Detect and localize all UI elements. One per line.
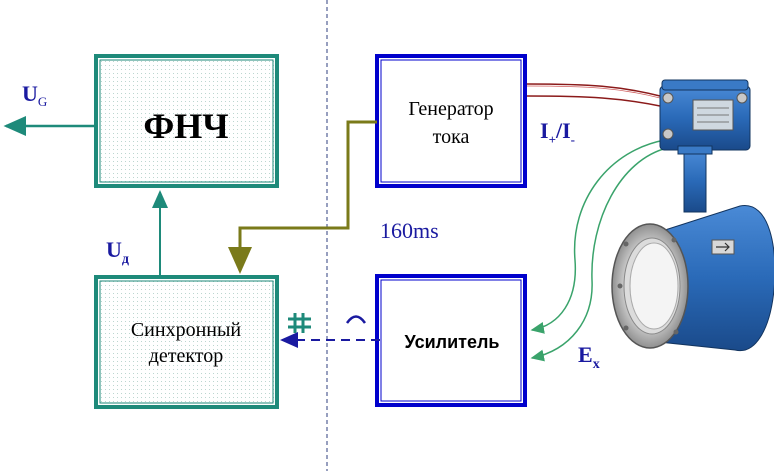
sync-symbol: [288, 313, 311, 333]
generator-label-line2: тока: [433, 126, 470, 148]
lpf-label: ФНЧ: [143, 106, 228, 146]
emf-label: Ex: [578, 342, 600, 372]
current-wire-bottom: [526, 95, 661, 107]
amplifier-block: Усилитель: [375, 274, 527, 407]
detector-label-line2: детектор: [149, 345, 224, 367]
amplifier-label: Усилитель: [405, 332, 500, 352]
detector-output-label: Uд: [106, 237, 129, 267]
lpf-block: ФНЧ: [94, 54, 279, 188]
detector-block: Синхронный детектор: [94, 275, 279, 409]
emf-wire-2: [530, 147, 668, 362]
detector-label-line1: Синхронный: [131, 319, 242, 341]
generator-block: Генератор тока: [375, 54, 527, 188]
output-label: UG: [22, 81, 47, 109]
emf-wire-1: [530, 139, 666, 334]
flowmeter-illustration: [611, 79, 774, 352]
switch-arc-icon: [345, 315, 367, 324]
current-label: I+/I-: [540, 118, 575, 147]
current-wire-top-light: [526, 85, 661, 99]
generator-label-line1: Генератор: [408, 98, 493, 120]
current-wire-top: [526, 83, 661, 97]
period-label: 160ms: [380, 218, 439, 243]
sync-wire: [228, 120, 377, 274]
